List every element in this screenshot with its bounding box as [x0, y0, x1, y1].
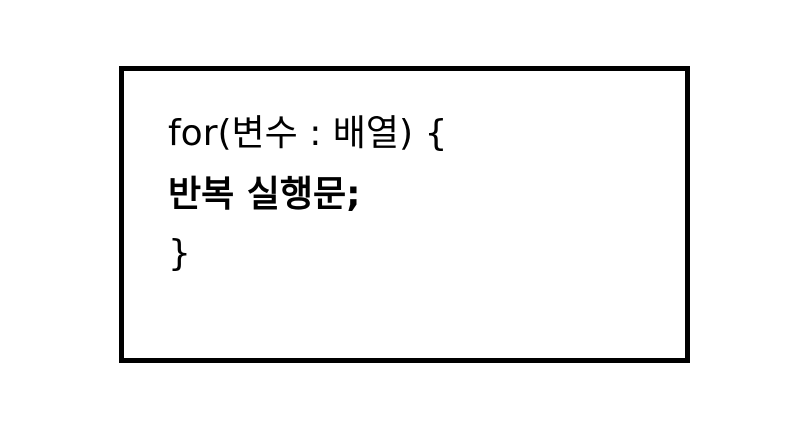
- code-line-closing-brace: }: [168, 233, 191, 274]
- code-snippet-box: for(변수 : 배열) { 반복 실행문; }: [119, 66, 690, 363]
- code-line-loop-body: 반복 실행문;: [168, 174, 361, 215]
- code-line-for-header: for(변수 : 배열) {: [168, 113, 448, 154]
